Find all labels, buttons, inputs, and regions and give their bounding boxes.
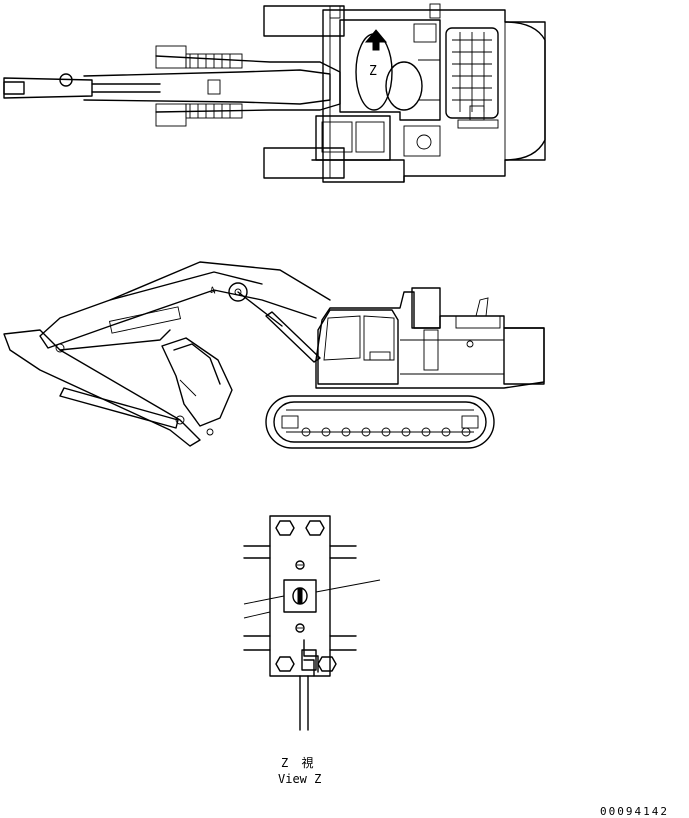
- leader-line-left-2: [243, 611, 271, 619]
- counterweight-side: [503, 327, 545, 385]
- counterweight: [504, 21, 546, 161]
- excavator-top-view: [3, 3, 546, 183]
- boom-cylinder: [265, 311, 321, 363]
- track-rollers: [281, 415, 479, 437]
- view-direction-arrow: [364, 29, 388, 51]
- cab-top: [339, 19, 441, 121]
- cable: [299, 675, 309, 731]
- boom-top: [83, 69, 331, 105]
- cab-side: [317, 309, 399, 385]
- excavator-side-view: [3, 261, 545, 449]
- boom-side: [39, 261, 331, 349]
- screw-top: [295, 560, 305, 570]
- arm-side: [3, 329, 201, 447]
- bucket: [161, 337, 233, 427]
- leader-line-right: [315, 579, 381, 593]
- track-bottom-left: [263, 147, 345, 179]
- engine-hood: [445, 27, 499, 119]
- leader-line-left-1: [243, 595, 285, 605]
- boom-pin: [228, 282, 248, 302]
- view-z-title-jp: Z 視: [281, 756, 317, 770]
- arm-cylinder: [59, 387, 179, 429]
- view-z-title-en: View Z: [278, 772, 322, 786]
- screw-bottom: [295, 623, 305, 633]
- hex-bolts: [275, 520, 337, 672]
- top-view-z-marker: Z: [369, 64, 377, 79]
- frame-rails: [243, 545, 357, 651]
- track-top-left: [263, 5, 345, 37]
- drawing-number: 00094142: [600, 805, 669, 818]
- track-side: [265, 395, 495, 449]
